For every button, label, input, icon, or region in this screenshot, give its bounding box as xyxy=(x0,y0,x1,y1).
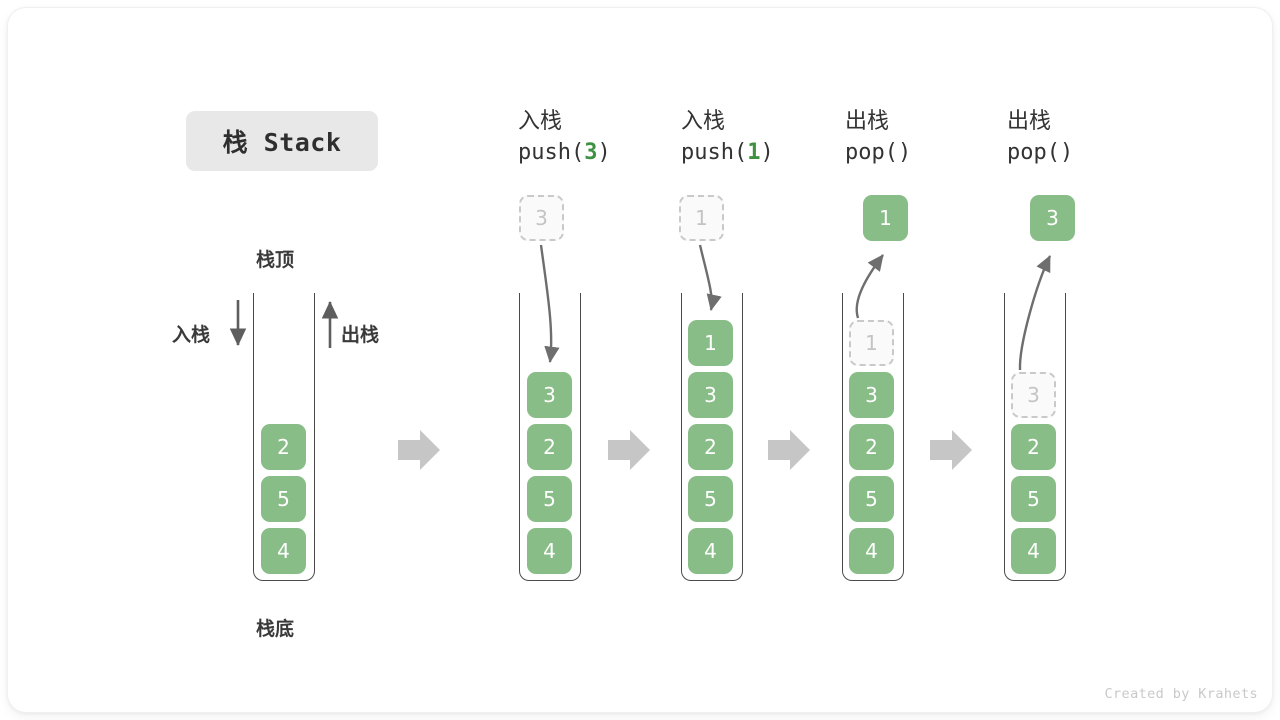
code-prefix: push( xyxy=(518,140,585,165)
stack-cell: 2 xyxy=(261,424,306,470)
incoming-ghost-cell: 1 xyxy=(679,195,724,241)
step-header-push-3: 入栈 push(3) xyxy=(518,107,718,169)
stack-tube-pop-1 xyxy=(842,293,904,581)
stack-tube-push-1 xyxy=(681,293,743,581)
stack-top-label: 栈顶 xyxy=(256,249,295,271)
stack-cell: 2 xyxy=(849,424,894,470)
code-prefix: push( xyxy=(681,140,748,165)
step-op-cn: 出栈 xyxy=(1007,109,1052,134)
code-arg: 1 xyxy=(747,140,761,165)
step-op-code: push(1) xyxy=(681,137,881,169)
stack-cell: 3 xyxy=(849,372,894,418)
popped-cell: 3 xyxy=(1030,195,1075,241)
stack-cell: 5 xyxy=(1011,476,1056,522)
credit-label: Created by Krahets xyxy=(1104,686,1258,702)
incoming-ghost-cell: 3 xyxy=(519,195,564,241)
stack-bottom-label: 栈底 xyxy=(256,618,295,640)
stack-cell: 2 xyxy=(527,424,572,470)
flow-arrow-2-icon xyxy=(608,430,650,470)
vacated-ghost-cell: 1 xyxy=(849,320,894,366)
stack-tube-initial xyxy=(253,293,315,581)
code-arg: 3 xyxy=(584,140,598,165)
step-header-push-1: 入栈 push(1) xyxy=(681,107,881,169)
step-header-pop-3: 出栈 pop() xyxy=(1007,107,1207,169)
stack-cell: 2 xyxy=(688,424,733,470)
step-op-code: pop() xyxy=(1007,137,1207,169)
stack-cell: 4 xyxy=(849,528,894,574)
code-suffix: ) xyxy=(760,140,774,165)
stack-cell: 5 xyxy=(688,476,733,522)
stack-cell: 4 xyxy=(688,528,733,574)
vacated-ghost-cell: 3 xyxy=(1011,372,1056,418)
step-op-cn: 出栈 xyxy=(845,109,890,134)
flow-arrow-3-icon xyxy=(768,430,810,470)
page-title: 栈 Stack xyxy=(222,128,342,157)
step-op-code: push(3) xyxy=(518,137,718,169)
stack-cell: 4 xyxy=(261,528,306,574)
step-op-cn: 入栈 xyxy=(681,109,726,134)
diagram-card: 栈 Stack 栈顶 栈底 入栈 出栈 入栈 push(3) 入栈 push(1… xyxy=(8,8,1272,712)
stack-cell: 2 xyxy=(1011,424,1056,470)
step-op-cn: 入栈 xyxy=(518,109,563,134)
code-prefix: pop( xyxy=(1007,140,1060,165)
stack-cell: 3 xyxy=(688,372,733,418)
flow-arrow-1-icon xyxy=(398,430,440,470)
stack-cell: 5 xyxy=(527,476,572,522)
pop-direction-label: 出栈 xyxy=(341,324,380,346)
stack-cell: 5 xyxy=(261,476,306,522)
code-suffix: ) xyxy=(1059,140,1074,165)
stack-tube-pop-3 xyxy=(1004,293,1066,581)
popped-cell: 1 xyxy=(863,195,908,241)
stack-cell: 1 xyxy=(688,320,733,366)
step-op-code: pop() xyxy=(845,137,1045,169)
stack-tube-push-3 xyxy=(519,293,581,581)
stack-cell: 5 xyxy=(849,476,894,522)
step-header-pop-1: 出栈 pop() xyxy=(845,107,1045,169)
diagram-title-chip: 栈 Stack xyxy=(186,111,378,171)
push-direction-label: 入栈 xyxy=(172,324,211,346)
code-suffix: ) xyxy=(897,140,912,165)
flow-arrow-4-icon xyxy=(930,430,972,470)
stack-cell: 3 xyxy=(527,372,572,418)
stack-cell: 4 xyxy=(527,528,572,574)
stack-cell: 4 xyxy=(1011,528,1056,574)
code-suffix: ) xyxy=(597,140,611,165)
code-prefix: pop( xyxy=(845,140,898,165)
diagram-stage: 栈 Stack 栈顶 栈底 入栈 出栈 入栈 push(3) 入栈 push(1… xyxy=(8,8,1272,712)
